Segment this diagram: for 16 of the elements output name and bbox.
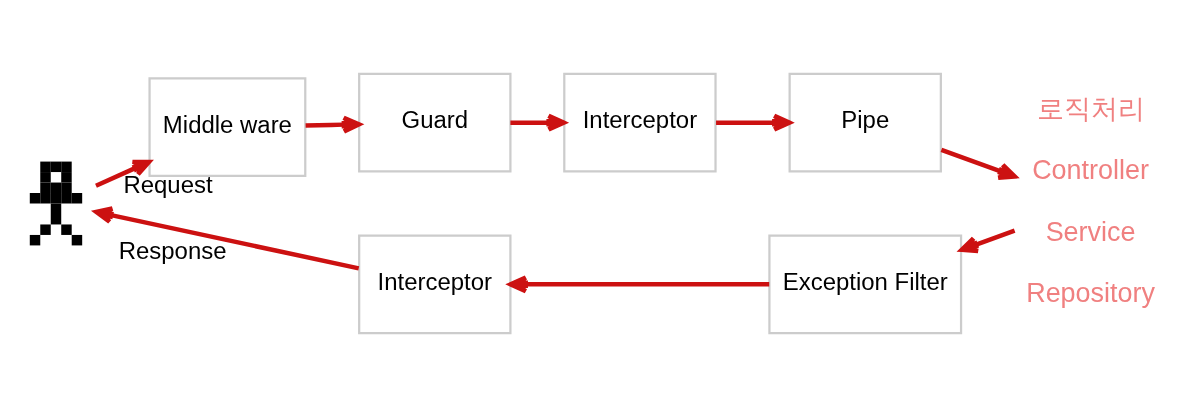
arrow — [716, 113, 792, 132]
node-box: Guard — [358, 72, 512, 173]
arrow — [94, 206, 360, 271]
node-box: Exception Filter — [768, 234, 963, 335]
arrow — [510, 113, 566, 132]
arrow — [940, 147, 1017, 180]
arrow — [305, 115, 362, 134]
node-box: Interceptor — [563, 72, 717, 173]
arrow — [959, 228, 1016, 254]
node-box: Middle ware — [148, 77, 307, 177]
arrow — [508, 275, 770, 294]
arrow — [95, 159, 152, 188]
edge-label: Response — [118, 237, 227, 265]
node-text: 로직처리 Controller Service Repository — [1026, 94, 1155, 309]
node-box: Pipe — [788, 72, 942, 173]
node-box: Interceptor — [358, 234, 512, 335]
